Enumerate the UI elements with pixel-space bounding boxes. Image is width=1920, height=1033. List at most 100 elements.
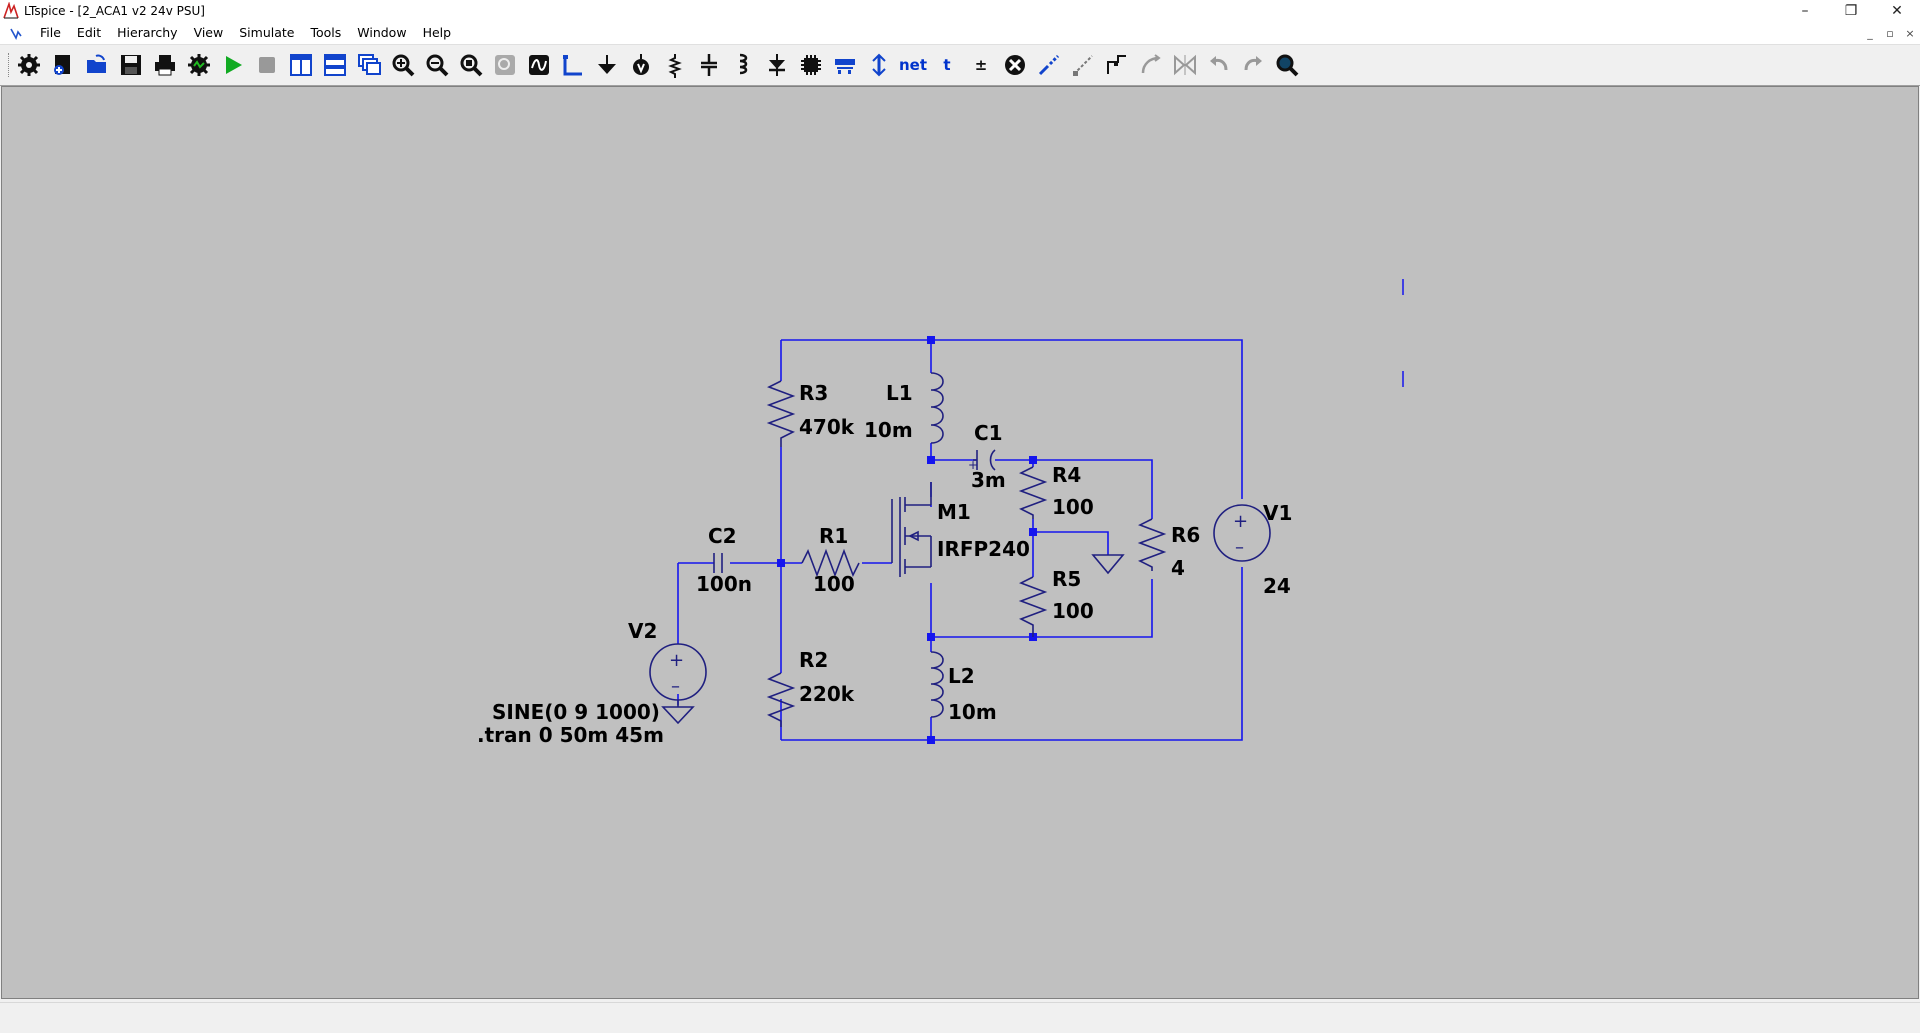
c1-value: 3m (971, 468, 1006, 492)
search-icon[interactable] (1272, 50, 1302, 80)
title-bar: LTspice - [2_ACA1 v2 24v PSU] – ❐ ✕ (0, 0, 1920, 22)
toolbar-grip[interactable] (8, 53, 12, 77)
v1-value: 24 (1263, 574, 1291, 598)
zoom-in-icon[interactable] (388, 50, 418, 80)
wire-icon[interactable] (558, 50, 588, 80)
r3-symbol[interactable] (766, 380, 796, 447)
mirror-icon[interactable] (1136, 50, 1166, 80)
component-icon[interactable] (796, 50, 826, 80)
c2-capacitor-symbol[interactable] (713, 553, 723, 573)
document-minimize-button[interactable]: _ (1867, 26, 1873, 40)
r3-value: 470k (799, 415, 855, 439)
menu-view[interactable]: View (193, 25, 224, 40)
inductor-icon[interactable] (728, 50, 758, 80)
rotate-icon[interactable] (1102, 50, 1132, 80)
menu-edit[interactable]: Edit (76, 25, 102, 40)
zoom-out-icon[interactable] (422, 50, 452, 80)
r4-name: R4 (1052, 463, 1081, 487)
l2-inductor-symbol[interactable] (930, 651, 944, 718)
new-schematic-icon[interactable] (48, 50, 78, 80)
menu-bar: File Edit Hierarchy View Simulate Tools … (0, 22, 1920, 45)
label-net-icon[interactable] (626, 50, 656, 80)
r5-value: 100 (1052, 599, 1094, 623)
delete-icon[interactable] (1000, 50, 1030, 80)
drag-icon[interactable] (864, 50, 894, 80)
minimize-button[interactable]: – (1801, 3, 1809, 19)
schematic-canvas[interactable]: + + – (1, 86, 1919, 999)
r2-symbol[interactable] (766, 672, 796, 727)
capacitor-icon[interactable] (694, 50, 724, 80)
r1-value: 100 (813, 572, 855, 596)
svg-text:–: – (1235, 537, 1244, 558)
tile-horizontal-icon[interactable] (320, 50, 350, 80)
svg-text:+: + (1233, 511, 1248, 532)
menu-simulate[interactable]: Simulate (239, 25, 295, 40)
r4-value: 100 (1052, 495, 1094, 519)
m1-mosfet-symbol[interactable] (891, 482, 932, 577)
autorange-icon[interactable] (524, 50, 554, 80)
menu-file[interactable]: File (40, 25, 61, 40)
save-icon[interactable] (116, 50, 146, 80)
redo-icon[interactable] (1204, 50, 1234, 80)
menu-help[interactable]: Help (422, 25, 452, 40)
v2-value: SINE(0 9 1000) (492, 700, 660, 724)
r5-name: R5 (1052, 567, 1081, 591)
component-labels: R3 470k L1 10m C1 3m R4 100 M1 IRFP240 R… (477, 381, 1292, 747)
control-panel-icon[interactable] (184, 50, 214, 80)
r2-name: R2 (799, 648, 828, 672)
schematic-drawing[interactable]: + + – (2, 87, 1918, 998)
l1-value: 10m (864, 418, 913, 442)
svg-text:+: + (968, 458, 978, 472)
document-restore-button[interactable]: ▫ (1886, 26, 1894, 40)
menu-tools[interactable]: Tools (310, 25, 342, 40)
svg-text:–: – (671, 676, 680, 697)
close-button[interactable]: ✕ (1891, 3, 1903, 19)
r6-symbol[interactable] (1137, 518, 1167, 571)
net-label-icon[interactable]: net (898, 56, 928, 74)
spice-directive: .tran 0 50m 45m (477, 723, 664, 747)
diode-icon[interactable] (762, 50, 792, 80)
svg-text:+: + (669, 650, 684, 671)
r4-symbol[interactable] (1018, 466, 1048, 519)
menu-window[interactable]: Window (357, 25, 407, 40)
spice-directive-icon[interactable]: ± (974, 56, 988, 74)
window-title: LTspice - [2_ACA1 v2 24v PSU] (24, 4, 205, 18)
c2-name: C2 (708, 524, 737, 548)
m1-value: IRFP240 (937, 537, 1030, 561)
l1-name: L1 (886, 381, 913, 405)
zoom-back-icon[interactable] (490, 50, 520, 80)
open-icon[interactable] (82, 50, 112, 80)
v2-voltage-source-symbol[interactable]: + – (649, 643, 707, 725)
document-system-menu-icon[interactable] (8, 25, 24, 41)
print-icon[interactable] (150, 50, 180, 80)
undo-icon[interactable] (1170, 50, 1200, 80)
restore-button[interactable]: ❐ (1844, 3, 1858, 19)
paste-icon[interactable] (1068, 50, 1098, 80)
ground-icon[interactable] (592, 50, 622, 80)
run-icon[interactable] (218, 50, 248, 80)
l1-inductor-symbol[interactable] (930, 372, 944, 444)
zoom-fit-icon[interactable] (456, 50, 486, 80)
resistor-icon[interactable] (660, 50, 690, 80)
ltspice-app-icon (3, 2, 19, 19)
document-close-button[interactable]: × (1905, 26, 1915, 40)
cascade-icon[interactable] (354, 50, 384, 80)
menu-hierarchy[interactable]: Hierarchy (117, 25, 178, 40)
halt-icon[interactable] (252, 50, 282, 80)
settings-icon[interactable] (14, 50, 44, 80)
tile-vertical-icon[interactable] (286, 50, 316, 80)
text-icon[interactable]: t (943, 56, 951, 74)
r5-symbol[interactable] (1018, 576, 1048, 637)
l2-name: L2 (948, 664, 975, 688)
v1-name: V1 (1263, 501, 1292, 525)
c1-capacitor-symbol[interactable]: + (968, 449, 996, 472)
r6-value: 4 (1171, 556, 1185, 580)
move-icon[interactable] (830, 50, 860, 80)
r6-name: R6 (1171, 523, 1200, 547)
find-icon[interactable] (1238, 50, 1268, 80)
c2-value: 100n (696, 572, 752, 596)
duplicate-icon[interactable] (1034, 50, 1064, 80)
r1-symbol[interactable] (801, 548, 860, 578)
ground-symbol[interactable] (1091, 554, 1125, 575)
v1-voltage-source-symbol[interactable]: + – (1213, 504, 1271, 562)
